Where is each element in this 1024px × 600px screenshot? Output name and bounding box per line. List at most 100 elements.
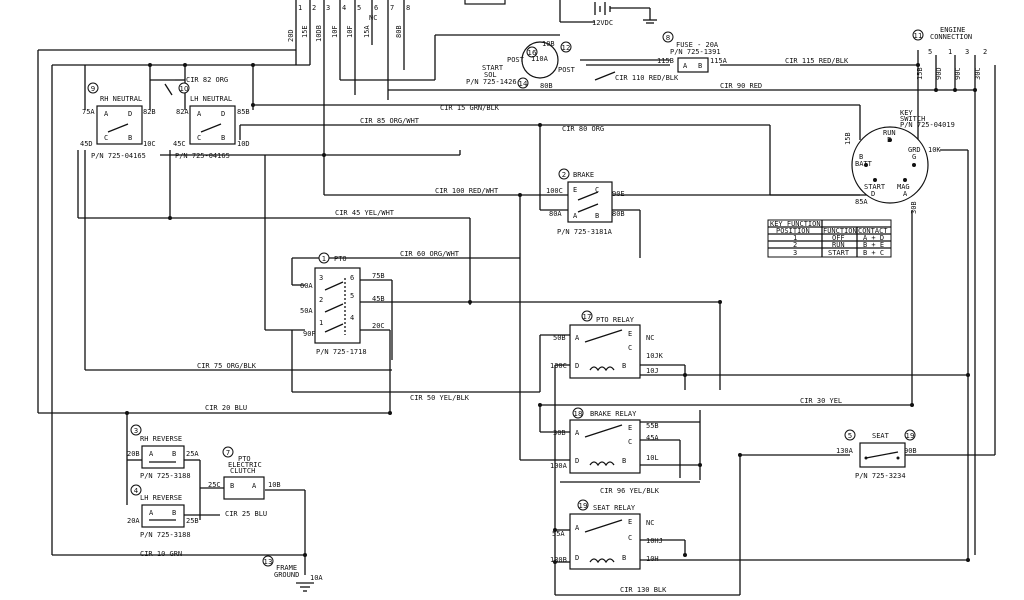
- start-sol-post1: POST: [507, 56, 525, 64]
- svg-text:3: 3: [134, 427, 138, 435]
- svg-text:B: B: [172, 509, 176, 517]
- brake-name: BRAKE: [573, 171, 594, 179]
- svg-text:18: 18: [574, 410, 583, 418]
- seat-num: 5: [844, 429, 856, 441]
- cir-115: CIR 115 RED/BLK: [785, 57, 849, 65]
- rh-reverse-l: 20B: [127, 450, 140, 458]
- svg-text:D: D: [575, 554, 579, 562]
- svg-text:8: 8: [666, 34, 670, 42]
- svg-text:12: 12: [562, 44, 571, 52]
- top-wire-label-4: 10F: [331, 25, 339, 38]
- cir-96: CIR 96 YEL/BLK: [600, 487, 660, 495]
- svg-text:B: B: [221, 134, 225, 142]
- top-wire-label-5: 10F: [346, 25, 354, 38]
- top-harness: 1 2 3 4 5 6 7 8 20D 15E 10DB 10F 10F 15A…: [287, 0, 410, 195]
- starter-box: [464, 0, 506, 5]
- svg-text:C: C: [197, 134, 201, 142]
- top-wire-5: 5: [357, 4, 361, 12]
- top-wire-1: 1: [298, 4, 302, 12]
- start-solenoid: 12 16 14 10B 110A 80B POST POST START SO…: [434, 34, 576, 90]
- engine-name: ENGINE: [940, 26, 965, 34]
- kf-r3-c1: 3: [793, 249, 797, 257]
- top-wire-label-3: 10DB: [315, 25, 323, 42]
- seat-relay-o2: 10H: [646, 555, 659, 563]
- seat-relay-num: 19: [577, 499, 589, 511]
- brake-relay-w2: 100A: [550, 462, 568, 470]
- pto-clutch-name: PTO: [238, 455, 251, 463]
- fuse-right: 115A: [710, 57, 728, 65]
- pto-relay-nc: NC: [646, 334, 654, 342]
- cir-30: CIR 30 YEL: [800, 397, 842, 405]
- svg-text:A: A: [149, 450, 154, 458]
- svg-text:4: 4: [350, 314, 354, 322]
- key-w2: 10K: [928, 146, 941, 154]
- pto-l2: 50A: [300, 307, 313, 315]
- svg-text:C: C: [628, 344, 632, 352]
- engine-num: 11: [912, 29, 924, 41]
- pto-r2: 45B: [372, 295, 385, 303]
- engine-wire-1: 15B: [916, 67, 924, 80]
- rh-neutral-num: 9: [87, 82, 99, 94]
- svg-text:9: 9: [91, 85, 95, 93]
- pto-num: 1: [318, 252, 330, 264]
- cir-85: CIR 85 ORG/WHT: [360, 117, 420, 125]
- svg-text:B: B: [622, 457, 626, 465]
- brake-body: [567, 181, 613, 223]
- svg-text:E: E: [628, 424, 632, 432]
- pto-clutch-name3: CLUTCH: [230, 467, 255, 475]
- svg-text:A: A: [252, 482, 257, 490]
- brake-tl: 100C: [546, 187, 563, 195]
- key-switch-name2: SWITCH: [900, 115, 925, 123]
- engine-pin-4: 2: [983, 48, 987, 56]
- lh-neutral-body: [189, 105, 236, 145]
- cir-60: CIR 60 ORG/WHT: [400, 250, 460, 258]
- svg-text:A: A: [197, 110, 202, 118]
- frame-ground-name2: GROUND: [274, 571, 299, 579]
- engine-wire-3: 90C: [954, 67, 962, 80]
- frame-ground-num: 13: [262, 555, 274, 567]
- frame-ground-name: FRAME: [276, 564, 297, 572]
- kf-header-0: POSITION: [776, 227, 810, 235]
- start-sol-pn: P/N 725-1426: [466, 78, 517, 86]
- junction-dots: [125, 63, 977, 564]
- lh-reverse-body: [141, 504, 185, 528]
- seat-relay-w1: 55A: [552, 530, 565, 538]
- pto-clutch-r: 10B: [268, 481, 281, 489]
- start-sol-w1: 10B: [542, 40, 555, 48]
- start-sol-w2: 110A: [531, 55, 549, 63]
- engine-pin-3: 3: [965, 48, 969, 56]
- lh-reverse-name: LH REVERSE: [140, 494, 182, 502]
- cir-90: CIR 90 RED: [720, 82, 762, 90]
- kf-r3-c2: START: [828, 249, 850, 257]
- rh-neutral-bl: 45D: [80, 140, 93, 148]
- svg-text:C: C: [628, 534, 632, 542]
- svg-text:C: C: [595, 186, 599, 194]
- cir-80: CIR 80 ORG: [562, 125, 604, 133]
- rh-neutral-tr: 82B: [143, 108, 156, 116]
- pto-relay-o2: 10J: [646, 367, 659, 375]
- kf-r2-c1: 2: [793, 241, 797, 249]
- svg-text:D: D: [128, 110, 132, 118]
- svg-text:10: 10: [180, 85, 189, 93]
- key-switch: KEY SWITCH P/N 725-04019 RUN E BATT B GR…: [844, 109, 955, 214]
- svg-text:E: E: [573, 186, 577, 194]
- key-w3: 85A: [855, 198, 868, 206]
- top-wire-label-1: 20D: [287, 29, 295, 42]
- kf-header-1: FUNCTION: [823, 227, 857, 235]
- pto-r3: 20C: [372, 322, 385, 330]
- cir-75: CIR 75 ORG/BLK: [197, 362, 257, 370]
- svg-text:14: 14: [519, 80, 528, 88]
- svg-text:D: D: [575, 457, 579, 465]
- key-mag: MAG: [897, 183, 910, 191]
- lh-reverse-pn: P/N 725-3188: [140, 531, 191, 539]
- key-w4: 30B: [910, 201, 918, 214]
- svg-text:A: A: [573, 212, 578, 220]
- bus-wires: [37, 49, 996, 596]
- seat-l: 130A: [836, 447, 854, 455]
- pto-relay-w2: 130C: [550, 362, 567, 370]
- svg-text:13: 13: [264, 558, 273, 566]
